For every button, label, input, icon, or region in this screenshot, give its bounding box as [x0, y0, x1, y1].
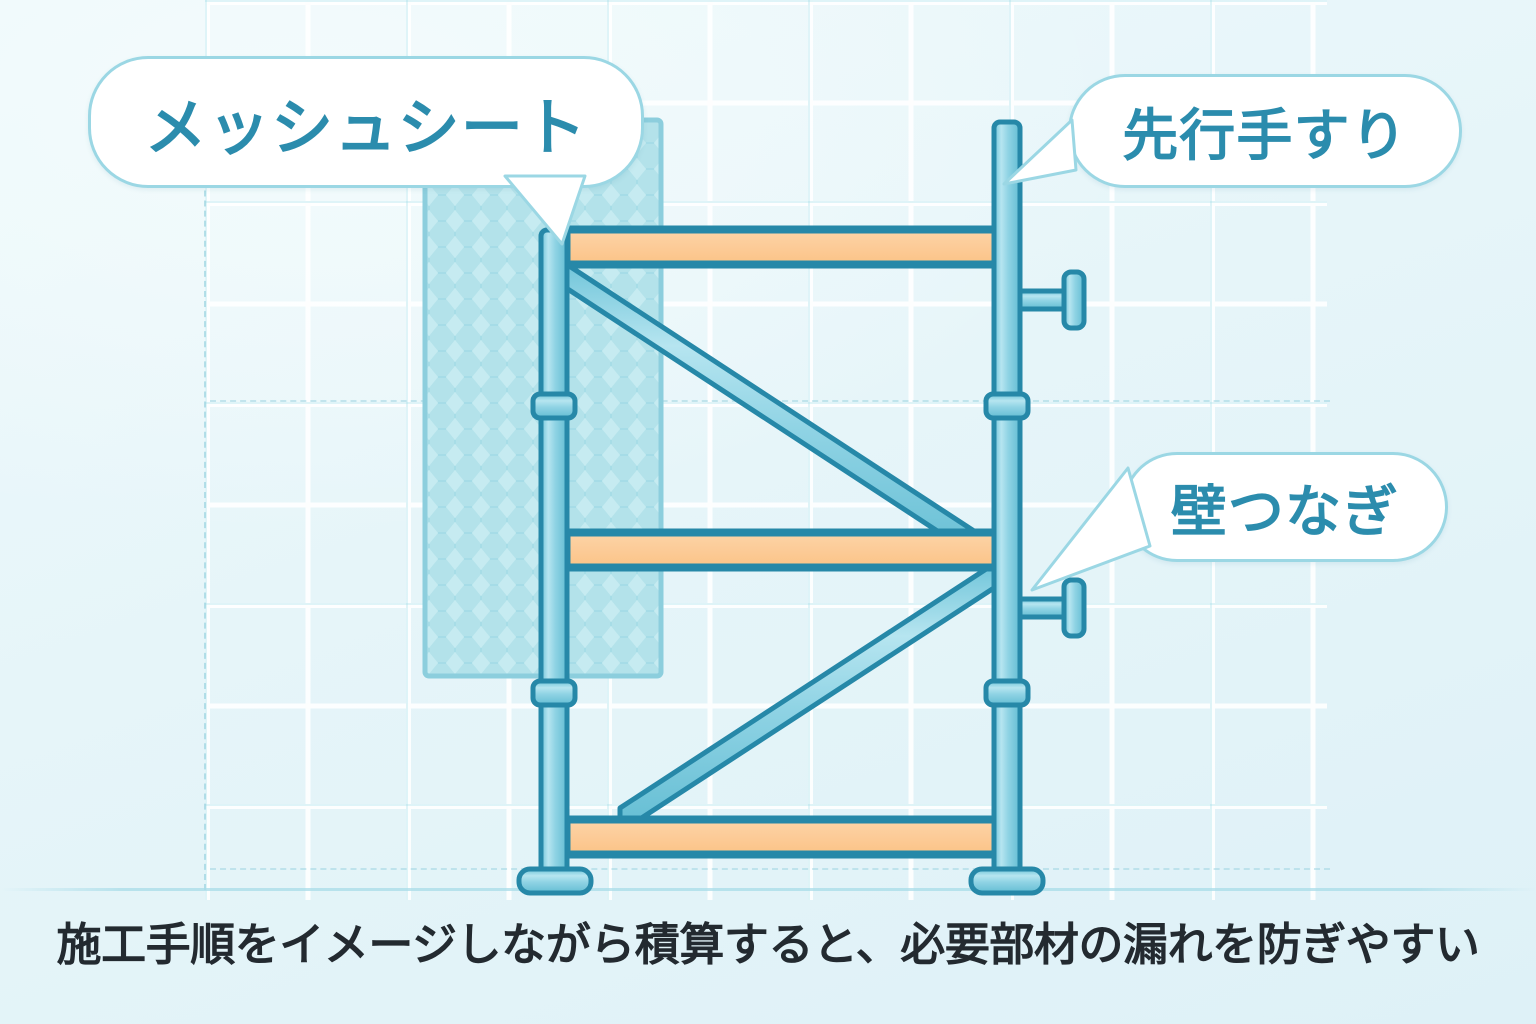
background-dashed-vertical-line — [204, 100, 206, 890]
left-upright — [538, 227, 570, 881]
middle-plank — [565, 531, 999, 569]
caption-text: 施工手順をイメージしながら積算すると、必要部材の漏れを防ぎやすい — [56, 919, 1480, 970]
bottom-plank — [565, 818, 999, 856]
top-plank — [565, 228, 999, 266]
wall-tie-bracket-upper — [1013, 269, 1087, 331]
callout-advance-guardrail[interactable]: 先行手すり — [1068, 74, 1462, 188]
joint-collar-left-upper — [530, 391, 578, 421]
lower-diagonal-brace — [617, 557, 1003, 835]
base-plate-right — [968, 866, 1046, 896]
callout-advance-guardrail-label: 先行手すり — [1122, 103, 1408, 167]
callout-mesh-sheet-label: メッシュシート — [144, 94, 588, 163]
callout-wall-tie-label: 壁つなぎ — [1170, 479, 1400, 543]
joint-collar-left-lower — [530, 678, 578, 708]
joint-collar-right-upper — [983, 391, 1031, 421]
background-dashed-horizontal-line-lower — [210, 868, 1330, 870]
ground-line — [0, 888, 1536, 891]
right-upright — [991, 119, 1023, 881]
callout-mesh-sheet[interactable]: メッシュシート — [88, 56, 644, 188]
callout-wall-tie[interactable]: 壁つなぎ — [1122, 452, 1448, 562]
base-plate-left — [516, 866, 594, 896]
joint-collar-right-lower — [983, 678, 1031, 708]
wall-tie-bracket-lower — [1013, 577, 1087, 639]
